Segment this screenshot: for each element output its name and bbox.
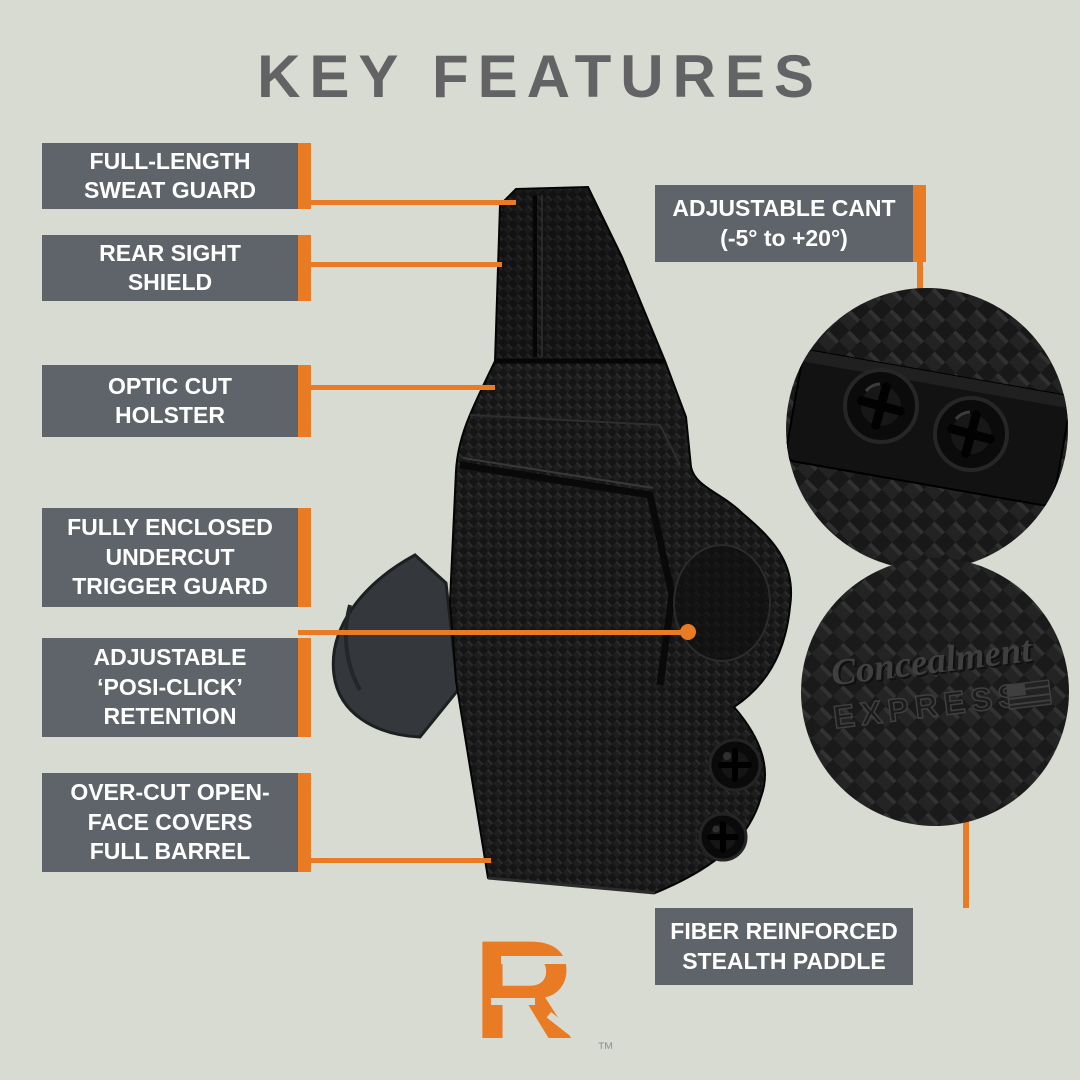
detail-circle-cant-hardware — [786, 288, 1068, 570]
connector-line-full-barrel — [298, 858, 491, 863]
callout-full-length-sweat-guard: FULL-LENGTH SWEAT GUARD — [42, 143, 311, 209]
callout-label: OVER-CUT OPEN- FACE COVERS FULL BARREL — [70, 779, 270, 865]
cant-screw-right — [933, 396, 1009, 472]
brand-r-logo: R ™ — [455, 911, 625, 1068]
connector-dot-trigger-guard — [680, 624, 696, 640]
retention-screw-bottom — [698, 812, 748, 862]
holster-product-image — [320, 165, 800, 910]
callout-label: ADJUSTABLE ‘POSI-CLICK’ RETENTION — [93, 644, 247, 730]
connector-line-trigger-guard — [298, 630, 686, 635]
callout-adjustable-cant: ADJUSTABLE CANT (-5° to +20°) — [655, 185, 926, 262]
callout-label: FULLY ENCLOSED UNDERCUT TRIGGER GUARD — [67, 514, 273, 600]
brand-emboss-zoom: Concealment Concealment EXPRESS — [801, 558, 1069, 826]
callout-over-cut-open-face: OVER-CUT OPEN- FACE COVERS FULL BARREL — [42, 773, 311, 872]
callout-label: FIBER REINFORCED STEALTH PADDLE — [670, 918, 898, 974]
cant-screw-left — [843, 368, 919, 444]
cant-hardware-zoom — [786, 288, 1068, 570]
callout-stealth-paddle: FIBER REINFORCED STEALTH PADDLE — [655, 908, 913, 985]
connector-line-optic-cut — [298, 385, 495, 390]
callout-rear-sight-shield: REAR SIGHT SHIELD — [42, 235, 311, 301]
connector-line-sweat-guard — [298, 200, 516, 205]
brand-letter: R — [473, 916, 574, 1061]
detail-circle-brand-emboss: Concealment Concealment EXPRESS — [801, 558, 1069, 826]
callout-label: REAR SIGHT SHIELD — [99, 239, 241, 295]
callout-label: FULL-LENGTH SWEAT GUARD — [83, 147, 257, 203]
brand-r-logo-icon: R ™ — [473, 911, 614, 1068]
emboss-flag-icon — [1005, 679, 1053, 710]
connector-line-rear-sight — [298, 262, 502, 267]
connector-line-paddle — [963, 758, 969, 908]
retention-screw-top — [708, 738, 762, 792]
callout-label: ADJUSTABLE CANT (-5° to +20°) — [672, 195, 896, 251]
callout-optic-cut-holster: OPTIC CUT HOLSTER — [42, 365, 311, 437]
trademark-symbol: ™ — [597, 1039, 614, 1058]
page-title: KEY FEATURES — [257, 43, 823, 110]
connector-line-cant — [917, 262, 923, 304]
callout-undercut-trigger-guard: FULLY ENCLOSED UNDERCUT TRIGGER GUARD — [42, 508, 311, 607]
holster-illustration — [331, 185, 793, 895]
callout-label: OPTIC CUT HOLSTER — [108, 372, 232, 428]
callout-posi-click-retention: ADJUSTABLE ‘POSI-CLICK’ RETENTION — [42, 638, 311, 737]
